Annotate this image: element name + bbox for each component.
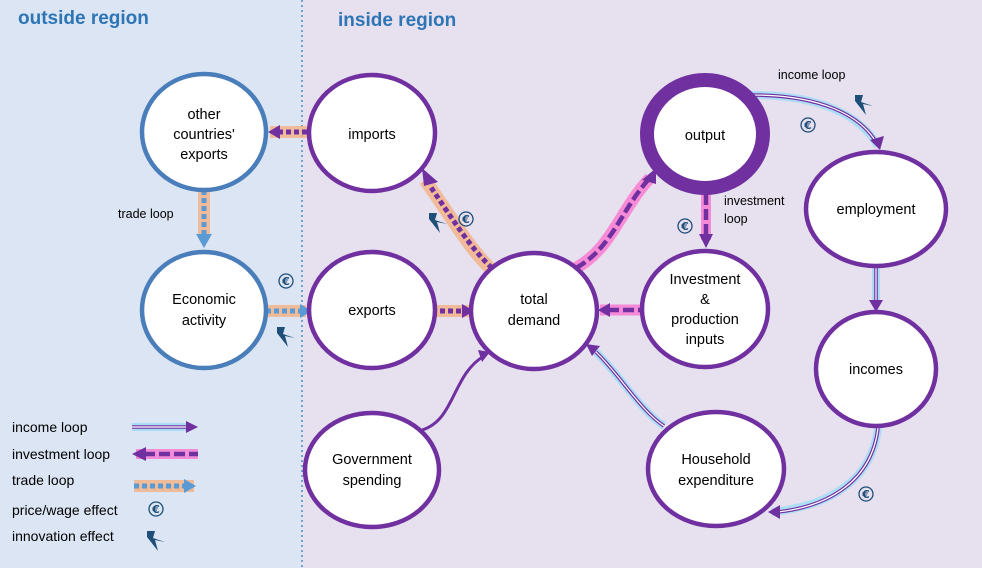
node-imports: imports <box>306 72 438 194</box>
node-label-line: other <box>187 107 220 123</box>
node-employment: employment <box>803 149 949 269</box>
legend-investment-loop-label: investment loop <box>12 446 110 462</box>
euro-icon: € <box>858 486 874 502</box>
legend-income-loop-label: income loop <box>12 419 88 435</box>
trade-arrow-exports-to-demand <box>432 304 474 318</box>
node-label-line: expenditure <box>678 473 754 489</box>
node-label-line: employment <box>837 202 916 218</box>
trade-arrow-demand-to-imports <box>419 168 497 275</box>
node-economic-activity: Economic activity <box>139 249 269 371</box>
node-label-line: activity <box>182 313 227 329</box>
income-arrow-employment-to-incomes <box>869 266 883 312</box>
income-arrow-household-to-demand <box>586 344 667 430</box>
legend-price-wage-label: price/wage effect <box>12 502 118 518</box>
lightning-icon <box>147 531 165 551</box>
euro-icon: € <box>458 211 474 227</box>
euro-icon: € <box>278 273 294 289</box>
income-arrow-output-to-employment <box>751 91 884 150</box>
legend: income loop investment loop trade loop p… <box>12 419 198 551</box>
svg-text:€: € <box>803 119 812 132</box>
node-label-line: inputs <box>686 332 725 348</box>
node-label-line: imports <box>348 127 396 143</box>
income-arrow-incomes-to-household <box>768 427 882 519</box>
svg-text:€: € <box>461 213 470 226</box>
node-label-line: total <box>520 292 547 308</box>
investment-arrow-demand-to-output <box>572 168 656 274</box>
investment-loop-label-line2: loop <box>724 212 748 226</box>
outside-region-title: outside region <box>18 8 149 29</box>
income-loop-label: income loop <box>778 68 845 82</box>
euro-icon: € <box>800 117 816 133</box>
investment-loop-label-line1: investment <box>724 194 785 208</box>
node-label-line: spending <box>343 473 402 489</box>
node-label-line: Investment <box>670 272 741 288</box>
inside-region-title: inside region <box>338 10 456 31</box>
trade-loop-label: trade loop <box>118 207 174 221</box>
trade-arrow-other-to-activity <box>196 190 212 248</box>
node-other-countries-exports: other countries' exports <box>139 71 269 193</box>
lightning-icon <box>277 327 295 347</box>
lightning-icon <box>855 95 873 115</box>
node-incomes: incomes <box>813 309 939 429</box>
svg-text:€: € <box>151 503 160 516</box>
investment-arrow-investment-to-demand <box>598 303 640 317</box>
trade-arrow-imports-to-other <box>268 125 308 139</box>
node-label-line: & <box>700 292 710 308</box>
svg-text:€: € <box>680 220 689 233</box>
svg-text:€: € <box>861 488 870 501</box>
legend-trade-loop-arrow <box>134 479 196 493</box>
node-label-line: exports <box>348 303 396 319</box>
node-label-line: Economic <box>172 292 236 308</box>
legend-trade-loop-label: trade loop <box>12 472 74 488</box>
node-total-demand: total demand <box>468 250 600 372</box>
node-label-line: demand <box>508 313 560 329</box>
svg-text:€: € <box>281 275 290 288</box>
node-label-line: incomes <box>849 362 903 378</box>
legend-investment-loop-arrow <box>132 447 198 461</box>
node-label-line: exports <box>180 147 228 163</box>
node-label-line: Household <box>681 452 750 468</box>
node-label-line: production <box>671 312 739 328</box>
legend-innovation-label: innovation effect <box>12 528 114 544</box>
node-government-spending: Government spending <box>302 410 442 530</box>
node-label-line: countries' <box>173 127 235 143</box>
node-output: output <box>640 73 770 195</box>
node-investment-production-inputs: Investment & production inputs <box>639 248 771 370</box>
arrow-government-to-demand <box>421 350 490 432</box>
investment-arrow-output-to-investment <box>699 194 713 248</box>
euro-icon: € <box>148 501 164 517</box>
node-label-line: Government <box>332 452 412 468</box>
node-household-expenditure: Household expenditure <box>645 409 787 529</box>
legend-income-loop-arrow <box>132 421 198 433</box>
node-label-line: output <box>685 128 725 144</box>
trade-arrow-activity-to-exports <box>266 304 312 318</box>
lightning-icon <box>429 213 447 233</box>
euro-icon: € <box>677 218 693 234</box>
node-exports: exports <box>306 249 438 371</box>
